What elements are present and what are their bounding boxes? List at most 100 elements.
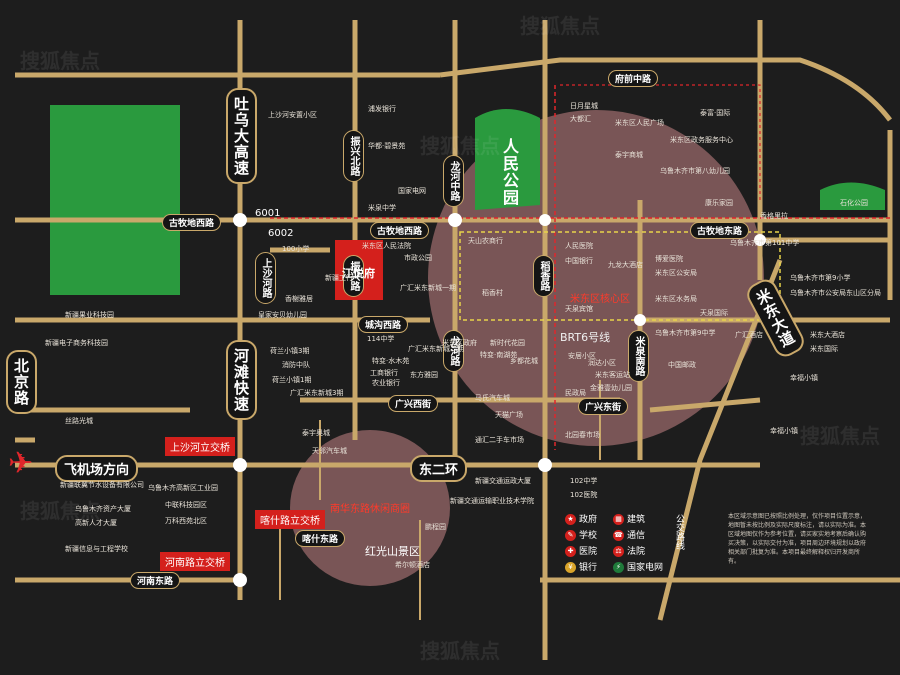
poi: 乡都花城	[510, 357, 538, 365]
poi: 东方雅园	[410, 371, 438, 379]
poi: 中国银行	[565, 257, 593, 265]
road-tuhe: 吐乌大高速	[226, 88, 257, 184]
poi: 荷兰小镇3期	[270, 347, 310, 355]
poi: 通汇二手车市场	[475, 436, 524, 444]
poi: 广汇酒店	[735, 331, 763, 339]
overpass-kashi: 喀什路立交桥	[255, 510, 325, 529]
poi: 米东区公安局	[655, 269, 697, 277]
poi: 广汇米东新城二期	[408, 345, 464, 353]
legend-item: ⚡国家电网	[613, 560, 663, 573]
poi: 102医院	[570, 491, 598, 499]
poi: 马氏汽车城	[475, 394, 510, 402]
road-miquan-s: 米泉南路	[628, 330, 649, 382]
legend-item: ¥银行	[565, 560, 597, 573]
legend: ★政府 ▦建筑 ✎学校 ☎通信 ✚医院 ⚖法院 ¥银行 ⚡国家电网 公交路线	[565, 512, 705, 582]
poi: 米东区政府	[442, 339, 477, 347]
poi: 博爱医院	[655, 255, 683, 263]
road-guangxing-e: 广兴东街	[578, 398, 629, 415]
telecom-icon: ☎	[613, 530, 624, 541]
park-renmin-label: 人民公园	[500, 138, 519, 206]
building-icon: ▦	[613, 514, 624, 525]
poi: 特变·南湖苑	[480, 351, 518, 359]
road-zhenxing: 振兴北路	[343, 130, 364, 182]
overpass-shangsha: 上沙河立交桥	[165, 437, 235, 456]
road-henan: 河南东路	[130, 572, 181, 589]
poi: 新疆果业科技园	[65, 311, 114, 319]
road-longhe-zhong: 龙河中路	[443, 155, 464, 207]
poi: 民政局	[565, 389, 586, 397]
poi: 米东区政务服务中心	[670, 136, 733, 144]
park-hongguang-label: 红光山景区	[365, 545, 420, 558]
road-longhe: 龙河路	[443, 330, 464, 372]
marker-6001: 6001	[255, 208, 281, 219]
poi: 香格里拉	[760, 212, 788, 220]
watermark: 搜狐焦点	[420, 639, 500, 663]
legend-item: ⚖法院	[613, 544, 645, 557]
poi: 泰宇商城	[615, 151, 643, 159]
park-west	[50, 105, 180, 295]
poi: 广汇米东新城3期	[290, 389, 344, 397]
poi: 国家电网	[398, 187, 426, 195]
poi: 大都汇	[570, 115, 591, 123]
poi: 特变·水木苑	[372, 357, 410, 365]
marker-6002: 6002	[268, 228, 294, 239]
poi: 米东区人民广场	[615, 119, 664, 127]
road-gumudi-w: 古牧地西路	[162, 214, 222, 231]
poi: 丝路光城	[65, 417, 93, 425]
poi: 米东大酒店	[810, 331, 845, 339]
poi: 乌鲁木齐高新区工业园	[148, 484, 218, 492]
road-zhenxing-s: 振兴路	[343, 255, 364, 297]
poi: 皇家安贝幼儿园	[258, 311, 307, 319]
poi: 华都·碧景苑	[368, 142, 406, 150]
poi: 米东区人民法院	[362, 242, 411, 250]
poi: 石化公园	[840, 199, 868, 207]
poi: 消防中队	[282, 361, 310, 369]
poi: 幸福小镇	[770, 427, 798, 435]
poi: 乌鲁木齐市第101中学	[730, 239, 800, 247]
poi: 新疆交通运政大厦	[475, 477, 531, 485]
school-icon: ✎	[565, 530, 576, 541]
legend-item: ✎学校	[565, 528, 597, 541]
poi: 新疆交通运输职业技术学院	[450, 497, 534, 505]
road-kashi: 喀什东路	[295, 530, 346, 547]
poi: 中国邮政	[668, 361, 696, 369]
bank-icon: ¥	[565, 562, 576, 573]
power-grid-icon: ⚡	[613, 562, 624, 573]
road-beijing: 北京路	[6, 350, 37, 414]
park-shihua	[820, 182, 885, 210]
watermark: 搜狐焦点	[420, 134, 500, 158]
project-name[interactable]: 江悦府	[342, 267, 375, 280]
poi: 米东区水务局	[655, 295, 697, 303]
road-east2: 东二环	[410, 455, 468, 482]
road-chenggou: 城沟西路	[358, 316, 409, 333]
poi: 天猫广场	[495, 411, 523, 419]
poi: 中联科技园区	[165, 501, 207, 509]
poi: 乌鲁木齐市第9小学	[790, 274, 851, 282]
poi: 九龙大酒店	[608, 261, 643, 269]
poi: 乌鲁木齐资产大厦	[75, 505, 131, 513]
court-icon: ⚖	[613, 546, 624, 557]
poi: 润达小区	[588, 359, 616, 367]
watermark: 搜狐焦点	[520, 14, 600, 38]
poi: 上沙河安置小区	[268, 111, 317, 119]
airplane-icon: ✈	[8, 446, 34, 481]
poi: 天泉国际	[700, 309, 728, 317]
legend-item: ▦建筑	[613, 512, 645, 525]
poi: 新时代花园	[490, 339, 525, 347]
poi: 114中学	[367, 335, 395, 343]
road-airport: 飞机场方向	[55, 455, 139, 482]
poi: 新疆信息与工程学校	[65, 545, 128, 553]
poi: 安居小区	[568, 352, 596, 360]
poi: 农业银行	[372, 379, 400, 387]
legend-item: ★政府	[565, 512, 597, 525]
road-shangsha: 上沙河路	[255, 252, 276, 304]
hospital-icon: ✚	[565, 546, 576, 557]
zone-east-label: 米东区核心区	[570, 294, 630, 305]
road-gumudi-e: 古牧地东路	[690, 222, 750, 239]
disclaimer: 本区域示意图已按照比例处理，仅作项目位置示意，地图暂未按比例及实际尺度标注，请以…	[728, 513, 867, 565]
road-fuqian: 府前中路	[608, 70, 659, 87]
poi: 新疆电子商务科技园	[45, 339, 108, 347]
poi: 米东客运站	[595, 371, 630, 379]
poi: 米泉中学	[368, 204, 396, 212]
